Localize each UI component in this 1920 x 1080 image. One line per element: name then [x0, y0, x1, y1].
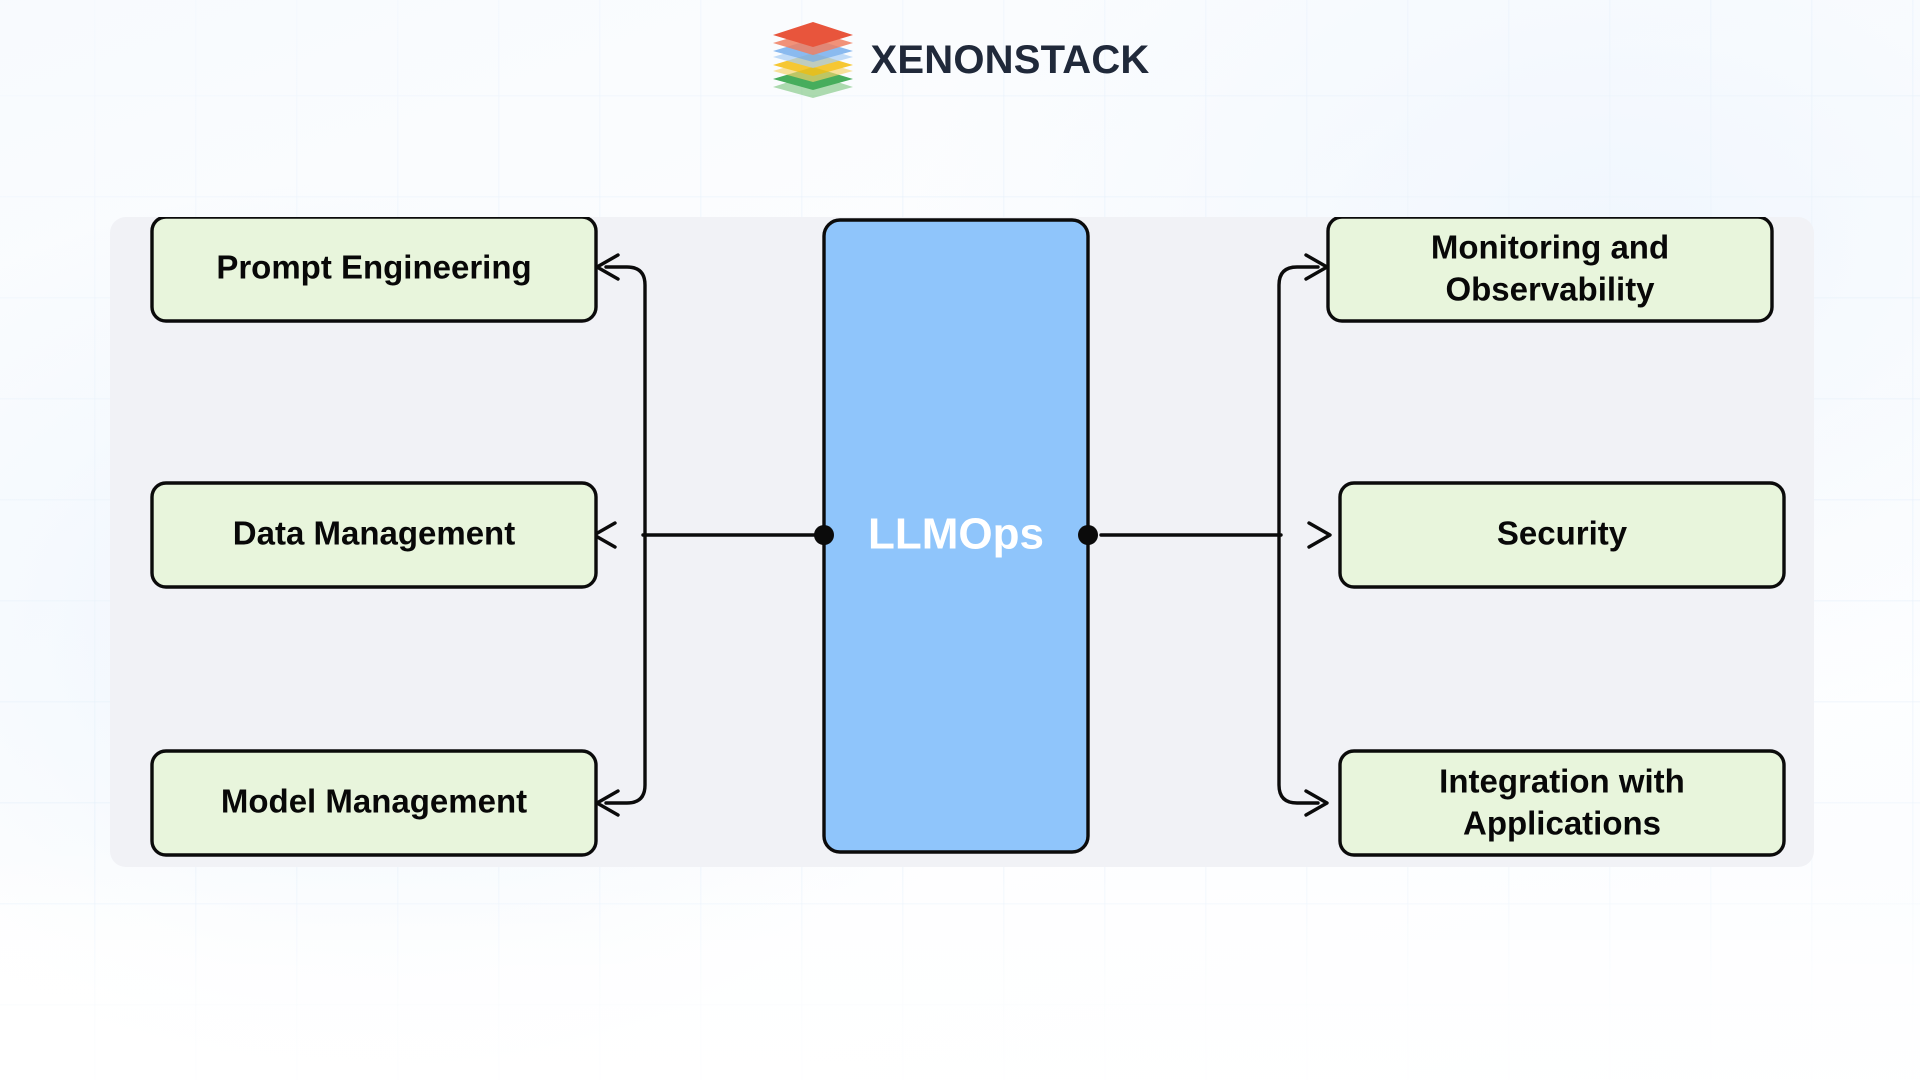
edge-group-left: [592, 253, 825, 817]
anchor-dot-left: [814, 525, 834, 545]
edge-group-right: [1099, 253, 1332, 817]
node-label-integration-applications-line1: Integration with: [1439, 763, 1685, 800]
node-data-management[interactable]: Data Management: [150, 481, 598, 589]
edge-llmops-to-integration-applications: [1277, 533, 1320, 805]
node-prompt-engineering[interactable]: Prompt Engineering: [150, 217, 598, 323]
node-label-monitoring-observability-line2: Observability: [1445, 271, 1655, 308]
background-bottom-fade: [0, 840, 1920, 1080]
brand-header: XENONSTACK: [0, 22, 1920, 98]
node-label-integration-applications-line2: Applications: [1463, 805, 1661, 842]
anchor-dot-right: [1078, 525, 1098, 545]
llmops-diagram: Prompt Engineering Data Management Model…: [150, 217, 1786, 857]
node-llmops-hub[interactable]: LLMOps: [822, 218, 1090, 854]
edge-llmops-to-model-management: [604, 533, 647, 805]
node-label-security: Security: [1497, 515, 1628, 552]
arrowhead-security: [1307, 521, 1332, 549]
node-label-monitoring-observability-line1: Monitoring and: [1431, 229, 1669, 266]
stacked-layers-icon: [773, 22, 854, 98]
node-monitoring-observability[interactable]: Monitoring and Observability: [1326, 217, 1774, 323]
node-integration-applications[interactable]: Integration with Applications: [1338, 749, 1786, 857]
node-security[interactable]: Security: [1338, 481, 1786, 589]
node-label-model-management: Model Management: [221, 783, 527, 820]
node-label-data-management: Data Management: [233, 515, 515, 552]
node-label-llmops: LLMOps: [868, 510, 1044, 559]
edge-llmops-to-monitoring-observability: [1277, 265, 1320, 537]
brand-name: XENONSTACK: [870, 38, 1150, 82]
node-label-prompt-engineering: Prompt Engineering: [216, 249, 531, 286]
edge-llmops-to-prompt-engineering: [604, 265, 647, 537]
node-model-management[interactable]: Model Management: [150, 749, 598, 857]
